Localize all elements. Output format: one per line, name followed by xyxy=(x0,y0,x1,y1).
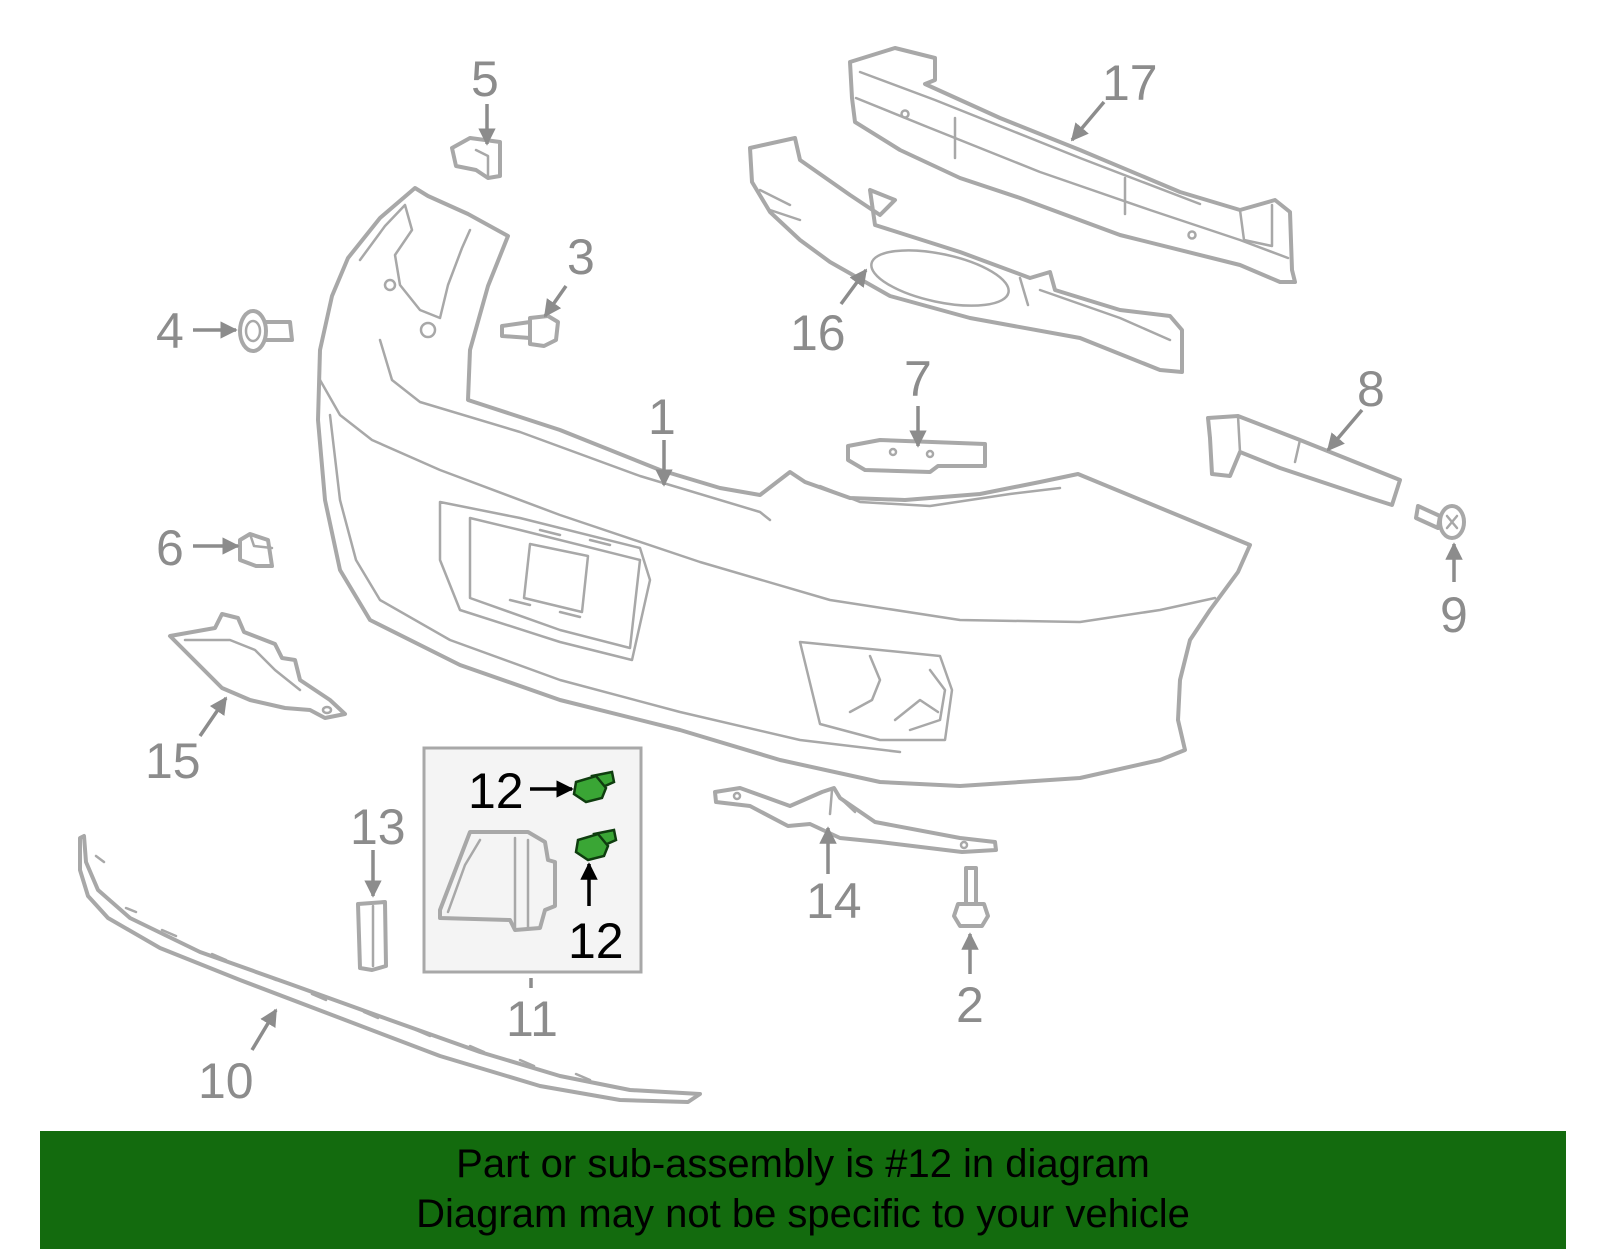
callout-6: 6 xyxy=(156,520,184,576)
clip-13 xyxy=(356,900,388,972)
valance-strip-10 xyxy=(78,834,702,1104)
callout-13: 13 xyxy=(350,799,406,855)
fastener-12-lower xyxy=(574,828,618,862)
banner-line-2: Diagram may not be specific to your vehi… xyxy=(416,1192,1190,1236)
callout-3: 3 xyxy=(567,229,595,285)
splash-shield-15 xyxy=(168,612,347,720)
callout-17: 17 xyxy=(1102,55,1158,111)
banner-line-1: Part or sub-assembly is #12 in diagram xyxy=(456,1142,1150,1186)
callout-2: 2 xyxy=(956,977,984,1033)
energy-absorber xyxy=(748,136,1184,374)
bolt-2 xyxy=(952,866,990,928)
callout-12-lower: 12 xyxy=(568,913,624,969)
bolt-4 xyxy=(238,309,294,353)
callout-4: 4 xyxy=(156,303,184,359)
highlight-arrows xyxy=(530,780,598,906)
callout-1: 1 xyxy=(648,389,676,445)
callout-11: 11 xyxy=(506,991,558,1047)
callout-5: 5 xyxy=(471,51,499,107)
reinforcement-beam-upper xyxy=(848,46,1297,284)
fastener-12-upper xyxy=(572,770,616,804)
info-banner: Part or sub-assembly is #12 in diagram D… xyxy=(40,1131,1566,1249)
clip-6 xyxy=(238,532,274,568)
callout-7: 7 xyxy=(904,351,932,407)
callout-10: 10 xyxy=(198,1053,254,1109)
callout-16: 16 xyxy=(790,305,846,361)
bracket-14 xyxy=(713,786,998,854)
screw-9 xyxy=(1414,504,1466,540)
callout-15: 15 xyxy=(145,733,201,789)
bolt-3 xyxy=(500,314,560,348)
side-bracket-8 xyxy=(1206,414,1402,507)
callout-12-upper: 12 xyxy=(468,763,524,819)
callout-9: 9 xyxy=(1440,587,1468,643)
callout-arrows xyxy=(193,100,1463,1051)
callout-14: 14 xyxy=(806,873,862,929)
bumper-cover xyxy=(316,186,1252,788)
callout-8: 8 xyxy=(1357,361,1385,417)
callout-labels: 1 2 3 4 5 6 7 8 9 10 11 13 14 15 16 17 1… xyxy=(145,51,1468,1109)
clip-5 xyxy=(450,136,502,180)
